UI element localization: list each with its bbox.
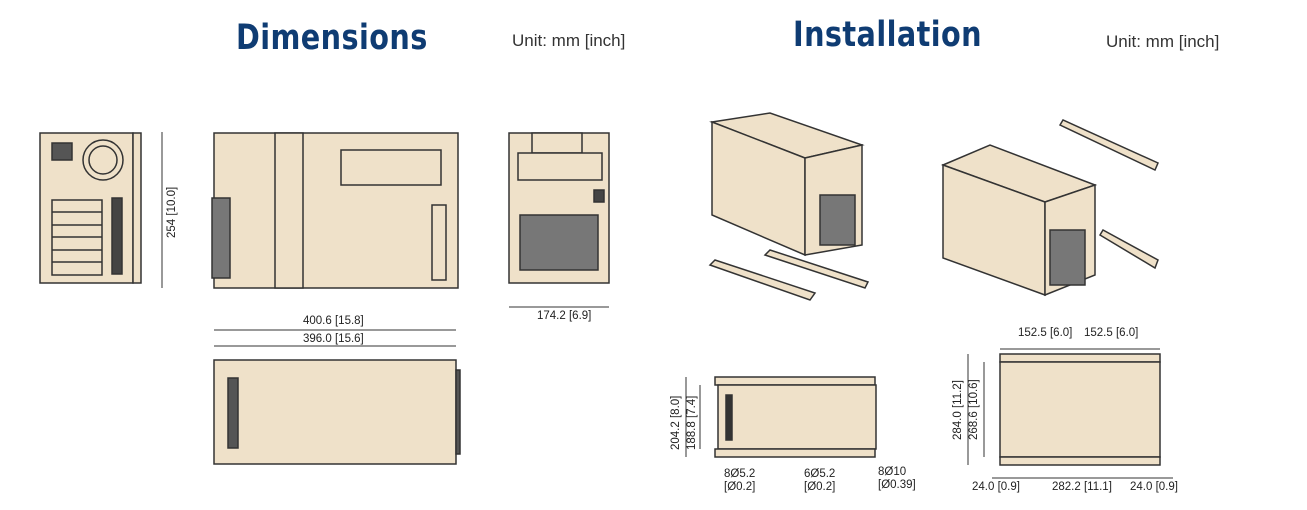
installation-isometric-left [708, 112, 870, 301]
hole-c-size: 8Ø10 [878, 466, 907, 478]
side-view-drawing [211, 132, 459, 289]
top-left-spacing-label: 152.5 [6.0] [1018, 327, 1073, 339]
length-inner-label: 396.0 [15.6] [303, 333, 364, 345]
length-outer-label: 400.6 [15.8] [303, 315, 364, 327]
top-view-drawing [213, 359, 461, 465]
front-view-drawing [508, 132, 610, 284]
top-right-spacing-label: 152.5 [6.0] [1084, 327, 1139, 339]
installation-side-view [999, 353, 1161, 466]
side-height-inner-label: 268.6 [10.6] [968, 379, 980, 440]
side-height-outer-label: 284.0 [11.2] [952, 380, 964, 440]
hole-b-inch: [Ø0.2] [804, 481, 836, 493]
bottom-mid-spacing-label: 282.2 [11.1] [1052, 481, 1112, 493]
bottom-depth-inner-label: 188.8 [7.4] [686, 395, 698, 450]
hole-a-label: 8Ø5.2[Ø0.2] [724, 468, 755, 494]
hole-c-inch: [Ø0.39] [878, 479, 916, 491]
dimensions-unit-label: Unit: mm [inch] [512, 31, 626, 50]
installation-title: Installation [793, 15, 982, 55]
hole-a-inch: [Ø0.2] [724, 481, 756, 493]
rear-view-drawing [39, 132, 142, 284]
installation-bottom-view [714, 376, 877, 458]
bottom-depth-outer-label: 204.2 [8.0] [670, 395, 682, 450]
installation-unit-label: Unit: mm [inch] [1106, 32, 1220, 51]
hole-b-label: 6Ø5.2[Ø0.2] [804, 468, 835, 494]
bottom-left-spacing-label: 24.0 [0.9] [972, 481, 1020, 493]
hole-c-label: 8Ø10[Ø0.39] [878, 466, 916, 492]
installation-isometric-right [940, 119, 1159, 297]
width-dimension-label: 174.2 [6.9] [537, 310, 592, 322]
hole-a-size: 8Ø5.2 [724, 468, 756, 480]
bottom-right-spacing-label: 24.0 [0.9] [1130, 481, 1178, 493]
height-dimension-label: 254 [10.0] [166, 186, 178, 238]
dimensions-title: Dimensions [236, 18, 428, 58]
hole-b-size: 6Ø5.2 [804, 468, 836, 480]
